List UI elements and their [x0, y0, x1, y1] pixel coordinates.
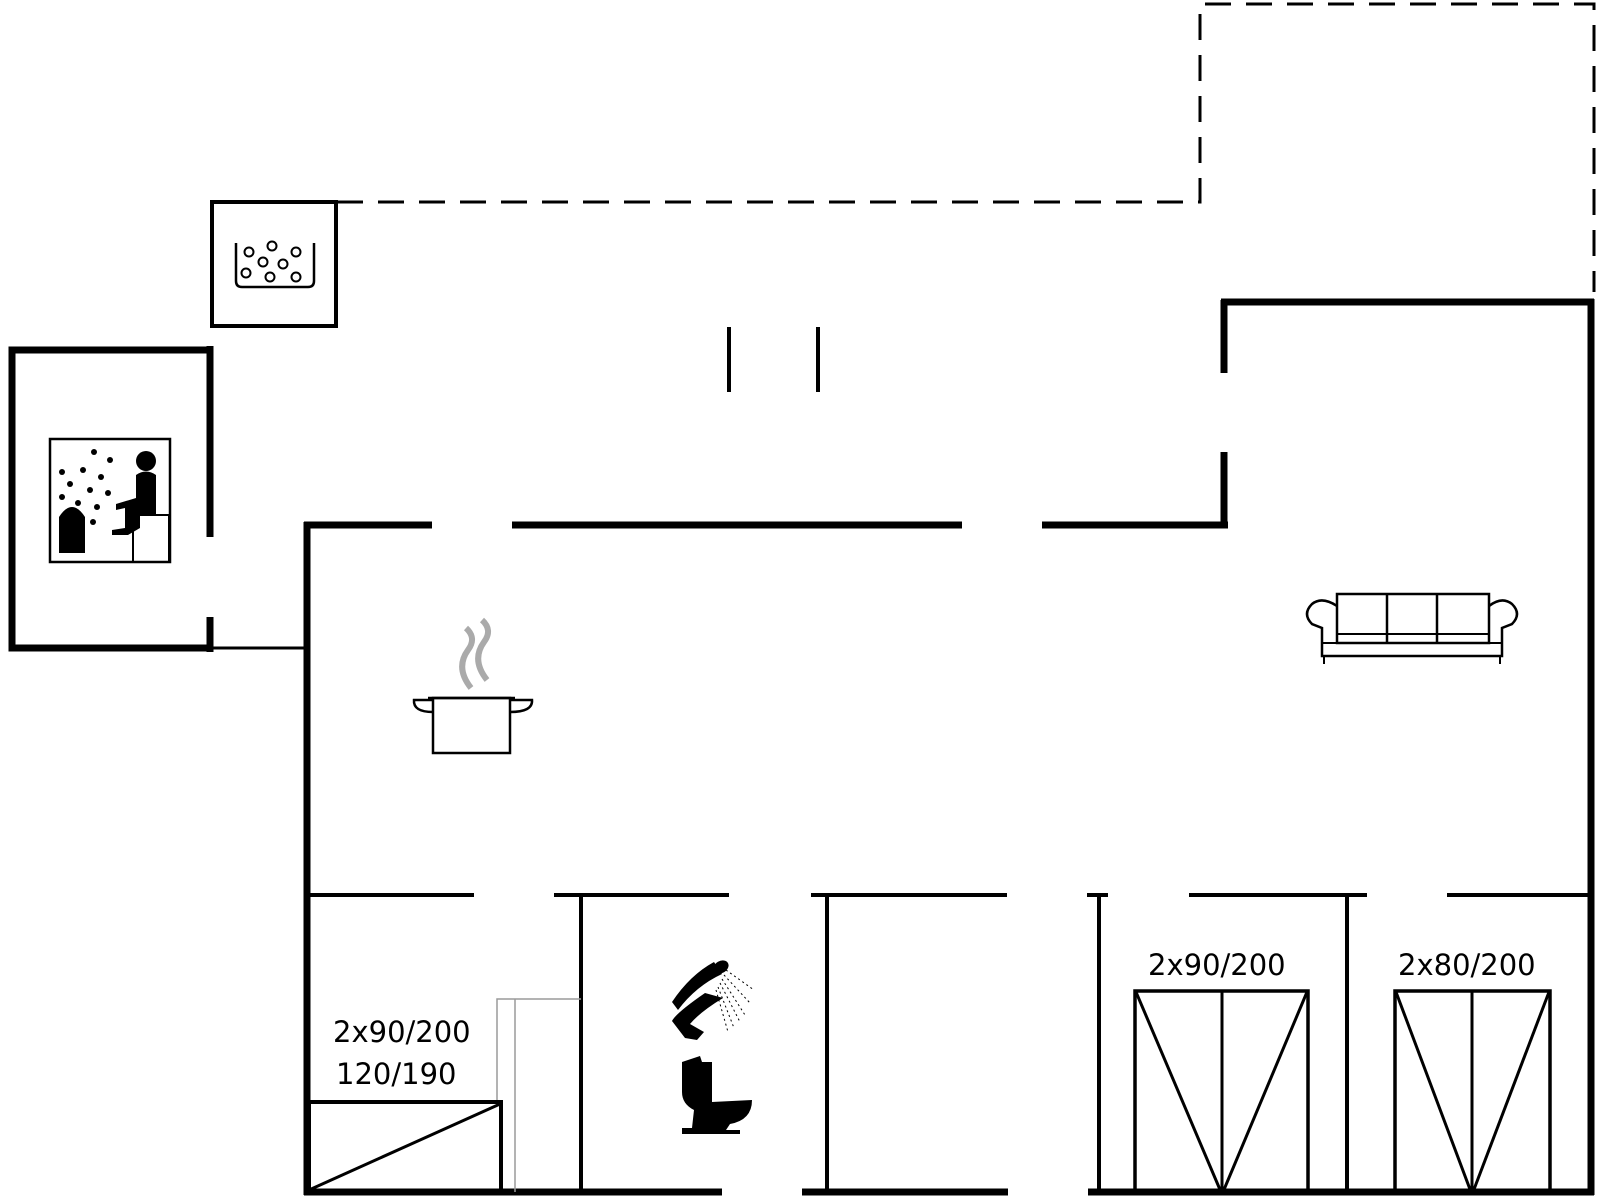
bunk-bed-icon — [307, 1100, 503, 1194]
cooking-pot-icon — [412, 617, 534, 755]
terrace-posts — [727, 327, 820, 392]
sofa-icon — [1305, 592, 1519, 664]
twin-beds-icon — [1393, 989, 1552, 1194]
inner-walls — [307, 893, 1591, 1192]
ladder-lines — [496, 998, 581, 1192]
whirlpool-icon — [234, 240, 316, 289]
twin-beds-icon — [1133, 989, 1310, 1194]
toilet-icon — [682, 1056, 752, 1134]
whirlpool-room-walls — [210, 200, 338, 328]
terrace-outline — [337, 2, 1596, 292]
sauna-room-walls — [8, 346, 307, 652]
shower-icon — [672, 960, 755, 1040]
bedroom-a-label: 2x90/200 — [1148, 948, 1286, 982]
sauna-icon — [48, 437, 172, 564]
bedroom-b-label: 2x80/200 — [1398, 948, 1536, 982]
double-bed-label: 120/190 — [336, 1057, 456, 1091]
single-beds-label: 2x90/200 — [333, 1015, 471, 1049]
